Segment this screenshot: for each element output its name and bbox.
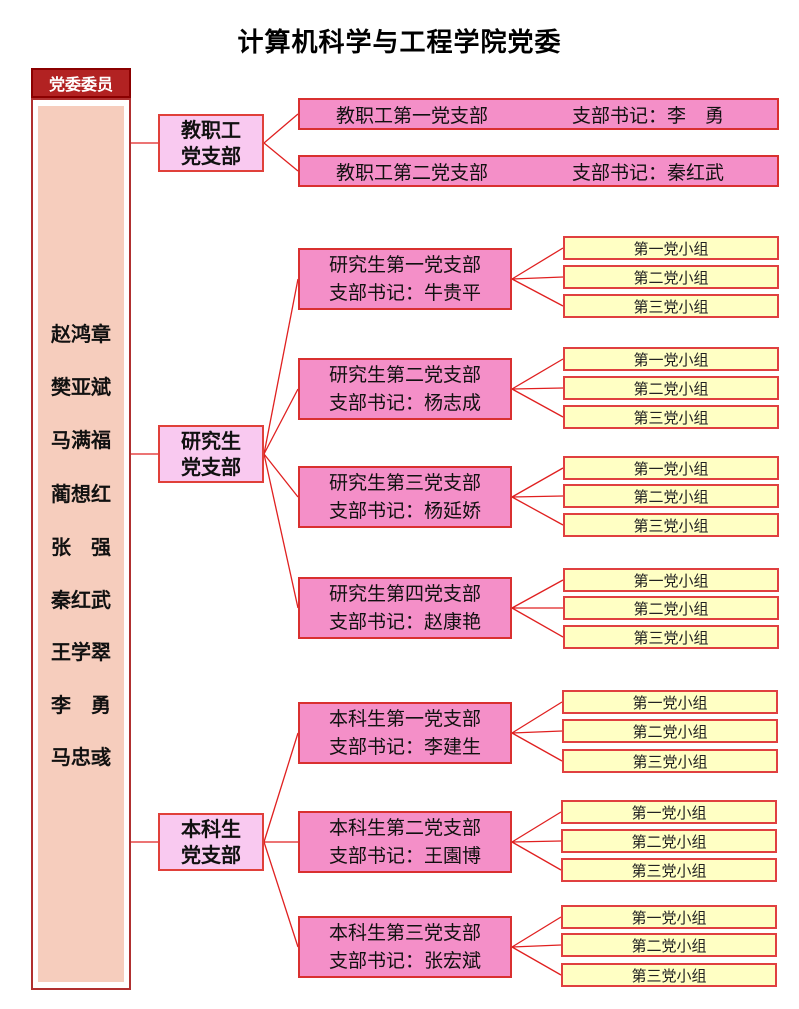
graduate-branch-4: 研究生第四党支部 支部书记：赵康艳 [298, 577, 512, 639]
graduate-branch-2: 研究生第二党支部 支部书记：杨志成 [298, 358, 512, 420]
party-group: 第二党小组 [561, 829, 777, 853]
connector-line [263, 732, 299, 843]
graduate-branch-3: 研究生第三党支部 支部书记：杨延娇 [298, 466, 512, 528]
committee-header: 党委委员 [31, 68, 131, 98]
branch-secretary: 支部书记：牛贵平 [328, 282, 481, 304]
connector-line [511, 840, 562, 843]
party-group: 第二党小组 [563, 596, 779, 620]
party-group: 第二党小组 [563, 484, 779, 508]
connector-line [511, 841, 562, 871]
party-group: 第一党小组 [563, 236, 779, 260]
committee-member: 樊亚斌 [51, 375, 111, 399]
connector-line [511, 732, 563, 762]
party-branch-undergraduate: 本科生 党支部 [158, 813, 264, 871]
branch-secretary: 支部书记：李 勇 [572, 104, 725, 127]
undergraduate-branch-1: 本科生第一党支部 支部书记：李建生 [298, 702, 512, 764]
party-group: 第三党小组 [562, 749, 778, 773]
committee-member: 秦红武 [51, 588, 111, 612]
connector-line [511, 388, 564, 418]
connector-line [511, 467, 564, 498]
connector-line [263, 453, 299, 498]
party-group: 第一党小组 [563, 568, 779, 592]
connector-line [263, 388, 299, 455]
connector-line [511, 387, 564, 390]
chart-title: 计算机科学与工程学院党委 [237, 28, 562, 58]
branch-name: 本科生第二党支部 [328, 817, 481, 839]
branch-secretary: 支部书记：张宏斌 [328, 950, 481, 972]
branch-secretary: 支部书记：杨志成 [328, 392, 481, 414]
branch-name: 研究生第四党支部 [328, 583, 481, 605]
connector-line [263, 113, 299, 144]
party-group: 第三党小组 [563, 513, 779, 537]
connector-line [263, 453, 299, 609]
party-group: 第二党小组 [563, 376, 779, 400]
branch-secretary: 支部书记：秦红武 [572, 161, 725, 184]
party-group: 第三党小组 [563, 625, 779, 649]
connector-line [511, 358, 564, 390]
party-branch-name: 教职工 [181, 118, 241, 142]
committee-member: 张 强 [51, 535, 111, 559]
party-branch-name: 党支部 [181, 843, 241, 867]
party-group: 第一党小组 [563, 347, 779, 371]
branch-name: 研究生第一党支部 [328, 254, 481, 276]
connector-line [263, 142, 299, 172]
branch-secretary: 支部书记：赵康艳 [328, 611, 481, 633]
committee-member: 马忠彧 [51, 745, 111, 769]
branch-name: 研究生第三党支部 [328, 472, 481, 494]
branch-name: 教职工第二党支部 [336, 161, 489, 184]
connector-line [263, 278, 299, 455]
party-group: 第一党小组 [562, 690, 778, 714]
connector-line [263, 841, 299, 948]
committee-member-panel [38, 106, 124, 982]
connector-line [511, 607, 564, 638]
committee-member: 赵鸿章 [51, 322, 111, 346]
graduate-branch-1: 研究生第一党支部 支部书记：牛贵平 [298, 248, 512, 310]
faculty-branch-1: 教职工第一党支部 支部书记：李 勇 [298, 98, 779, 130]
undergraduate-branch-3: 本科生第三党支部 支部书记：张宏斌 [298, 916, 512, 978]
committee-member: 李 勇 [51, 693, 111, 717]
party-group: 第三党小组 [563, 405, 779, 429]
party-group: 第三党小组 [561, 963, 777, 987]
connector-line [511, 579, 564, 609]
connector-line [511, 495, 564, 498]
connector-line [511, 496, 564, 526]
connector-line [511, 916, 562, 948]
party-branch-name: 本科生 [181, 817, 241, 841]
branch-secretary: 支部书记：杨延娇 [328, 500, 481, 522]
party-branch-faculty: 教职工 党支部 [158, 114, 264, 172]
connector-line [511, 276, 564, 280]
party-branch-graduate: 研究生 党支部 [158, 425, 264, 483]
branch-name: 教职工第一党支部 [336, 104, 489, 127]
connector-line [511, 946, 562, 976]
connector-line [511, 730, 563, 734]
branch-name: 本科生第三党支部 [328, 922, 481, 944]
connector-line [511, 811, 562, 843]
committee-member: 蔺想红 [51, 482, 111, 506]
party-group: 第一党小组 [561, 905, 777, 929]
branch-name: 本科生第一党支部 [328, 708, 481, 730]
party-group: 第二党小组 [561, 933, 777, 957]
party-group: 第三党小组 [561, 858, 777, 882]
party-branch-name: 研究生 [181, 429, 241, 453]
faculty-branch-2: 教职工第二党支部 支部书记：秦红武 [298, 155, 779, 187]
connector-line [511, 701, 563, 734]
party-group: 第一党小组 [561, 800, 777, 824]
party-group: 第二党小组 [562, 719, 778, 743]
committee-member: 王学翠 [51, 640, 111, 664]
undergraduate-branch-2: 本科生第二党支部 支部书记：王園博 [298, 811, 512, 873]
party-group: 第一党小组 [563, 456, 779, 480]
branch-secretary: 支部书记：李建生 [328, 736, 481, 758]
party-group: 第三党小组 [563, 294, 779, 318]
party-branch-name: 党支部 [181, 144, 241, 168]
connector-line [511, 247, 564, 280]
connector-line [511, 278, 564, 307]
committee-member: 马满福 [51, 428, 111, 452]
party-branch-name: 党支部 [181, 455, 241, 479]
branch-name: 研究生第二党支部 [328, 364, 481, 386]
party-group: 第二党小组 [563, 265, 779, 289]
branch-secretary: 支部书记：王園博 [328, 845, 481, 867]
connector-line [511, 944, 562, 948]
